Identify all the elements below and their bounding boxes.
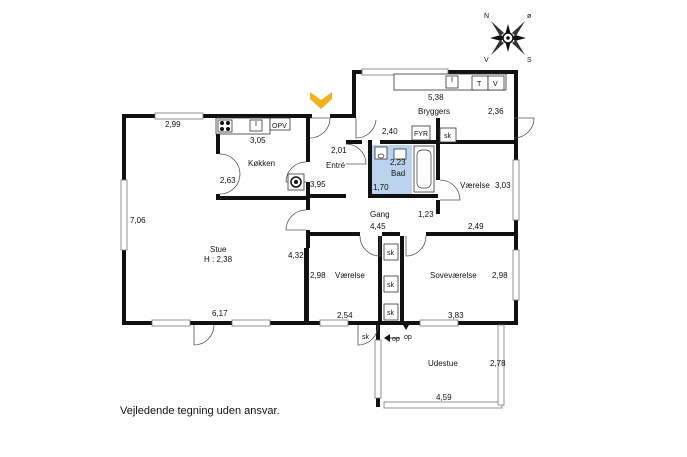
- label-opv: OPV: [272, 123, 287, 130]
- walls: [122, 70, 518, 407]
- dim-kitchen-width: 3,05: [250, 136, 266, 145]
- label-op-2: op: [404, 334, 412, 341]
- room-kokken: Køkken: [248, 159, 275, 168]
- dim-gang-depth: 1,23: [418, 210, 434, 219]
- room-bryggers: Bryggers: [418, 107, 450, 116]
- bathtub-icon: [413, 145, 435, 193]
- dim-vaerelse-mid-width: 2,54: [337, 311, 353, 320]
- dim-udestue-depth: 2,78: [490, 359, 506, 368]
- dim-entre-depth: 3,95: [310, 180, 326, 189]
- bath-sink-icon: [393, 148, 407, 160]
- label-op-1: op: [392, 336, 400, 343]
- dim-vaerelse-mid-depth: 2,98: [310, 271, 326, 280]
- label-vask: V: [493, 81, 498, 88]
- compass-east-label: ø: [527, 13, 532, 20]
- dim-stue-depth: 7,06: [130, 216, 146, 225]
- fixtures: [215, 73, 507, 342]
- stove-icon: [217, 119, 233, 133]
- label-sk-4: sk: [362, 334, 370, 341]
- compass-north-label: N: [484, 13, 489, 20]
- dim-bryggers-depth: 2,36: [488, 107, 504, 116]
- dim-2-40: 2,40: [382, 127, 398, 136]
- dim-stue-side: 4,32: [288, 251, 304, 260]
- dim-udestue-width: 4,59: [436, 393, 452, 402]
- entrance-marker-icon: [310, 92, 332, 109]
- dim-stue-top: 2,99: [165, 120, 181, 129]
- room-vaerelse-mid: Værelse: [335, 271, 365, 280]
- label-sk-1: sk: [387, 250, 395, 257]
- compass-west-label: V: [484, 57, 489, 64]
- room-gang: Gang: [370, 210, 390, 219]
- room-udestue: Udestue: [428, 359, 458, 368]
- room-stue-height: H : 2,38: [204, 255, 233, 264]
- dim-sovevaerelse-depth: 2,98: [492, 271, 508, 280]
- room-bad: Bad: [391, 169, 405, 178]
- windows: [120, 68, 520, 409]
- disclaimer-text: Vejledende tegning uden ansvar.: [120, 405, 280, 417]
- compass-rose-icon: [490, 21, 526, 55]
- doors: [193, 117, 535, 346]
- dim-entre-width: 2,01: [331, 146, 347, 155]
- label-tumbler: T: [477, 81, 482, 88]
- dim-gang-width: 4,45: [370, 222, 386, 231]
- dim-bath-width: 2,23: [390, 158, 406, 167]
- label-sk-2: sk: [387, 282, 395, 289]
- dim-kitchen-depth: 2,63: [220, 176, 236, 185]
- room-vaerelse-right: Værelse: [460, 181, 490, 190]
- dim-vaerelse-right-width: 2,49: [468, 222, 484, 231]
- compass-south-label: S: [527, 57, 532, 64]
- room-entre: Entré: [326, 161, 346, 170]
- label-sk-3: sk: [387, 310, 395, 317]
- dim-sovevaerelse-width: 3,83: [448, 311, 464, 320]
- dim-stue-bottom: 6,17: [212, 309, 228, 318]
- dim-vaerelse-right-depth: 3,03: [495, 181, 511, 190]
- dim-bath-depth: 1,70: [373, 183, 389, 192]
- dim-bryggers-width: 5,38: [428, 93, 444, 102]
- label-fyr: FYR: [414, 131, 428, 138]
- room-sovevaerelse: Soveværelse: [430, 271, 477, 280]
- label-sk-bryggers: sk: [444, 133, 452, 140]
- room-stue: Stue: [210, 245, 227, 254]
- toilet-icon: [374, 146, 388, 160]
